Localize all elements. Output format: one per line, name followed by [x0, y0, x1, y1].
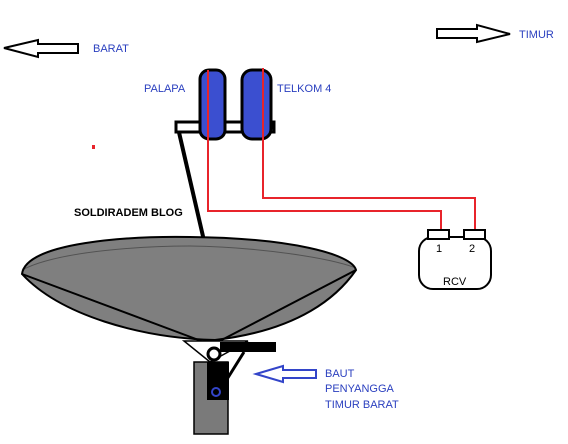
- satellite-dish: [20, 235, 358, 342]
- receiver: [418, 229, 492, 290]
- port-2-connector: [463, 229, 486, 240]
- port-1-connector: [427, 229, 450, 240]
- lnb-palapa-label: PALAPA: [144, 83, 186, 95]
- west-arrow: [3, 38, 79, 59]
- port-2-label: 2: [469, 243, 475, 255]
- receiver-label: RCV: [443, 276, 467, 288]
- pivot-bolt: [206, 346, 222, 362]
- lnb-palapa: [198, 68, 227, 141]
- cable-telkom4-to-port2: [262, 68, 476, 230]
- bolt-pointer-arrow: [252, 364, 317, 384]
- east-label: TIMUR: [519, 29, 554, 41]
- bolt-note-line2: PENYANGGA: [325, 383, 395, 395]
- blog-title: SOLDIRADEM BLOG: [74, 207, 183, 219]
- lnb-telkom4: [240, 68, 273, 141]
- bolt-note-line3: TIMUR BARAT: [325, 399, 399, 411]
- dish-struts: [21, 269, 357, 346]
- east-west-bolt: [211, 387, 221, 397]
- east-arrow: [436, 23, 511, 44]
- port-1-label: 1: [436, 243, 442, 255]
- cable-palapa-to-port1: [207, 70, 442, 230]
- west-label: BARAT: [93, 43, 129, 55]
- bolt-note-line1: BAUT: [325, 368, 355, 380]
- red-mark: [92, 145, 95, 149]
- lnb-telkom4-label: TELKOM 4: [277, 83, 331, 95]
